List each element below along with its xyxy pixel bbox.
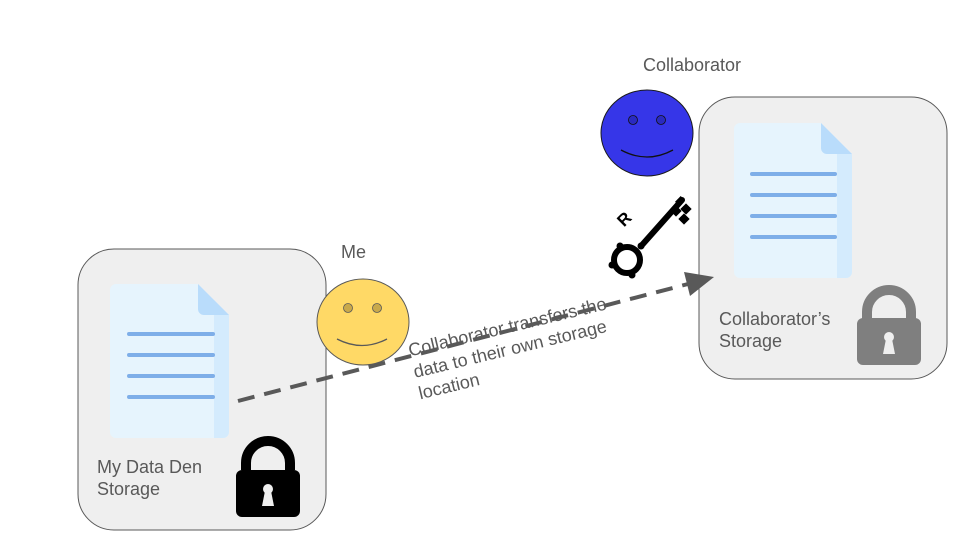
lock-icon [236,436,300,517]
key-letter: R [613,208,635,230]
right-storage-label-line1: Collaborator’s [719,309,831,329]
transfer-arrow [237,272,714,403]
left-storage-label: My Data Den Storage [97,456,202,500]
left-storage-label-line2: Storage [97,479,161,499]
key-icon: R [608,196,692,279]
document-icon [110,284,229,438]
right-storage-label-line2: Storage [719,331,783,351]
right-storage-label: Collaborator’s Storage [719,308,830,352]
document-icon [734,123,852,278]
collaborator-avatar [600,89,694,177]
lock-icon [857,285,921,365]
me-avatar [316,278,410,366]
collaborator-label: Collaborator [643,55,742,75]
left-storage-label-line1: My Data Den [97,457,203,477]
me-label: Me [341,242,367,262]
